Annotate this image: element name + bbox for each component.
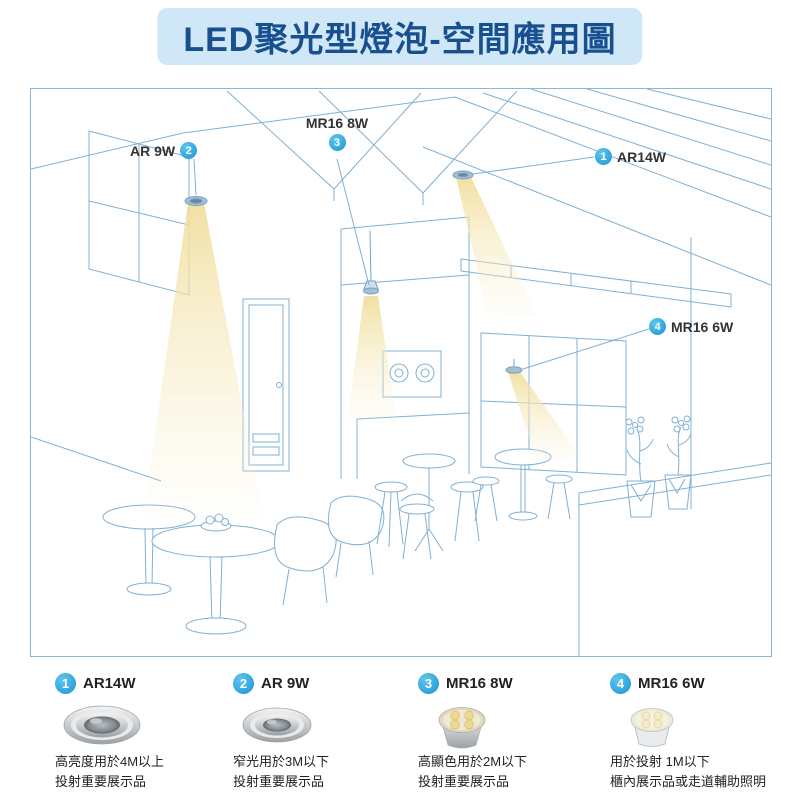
product-description: 高亮度用於4M以上 投射重要展示品 bbox=[55, 752, 233, 791]
desc-line-1: 用於投射 1M以下 bbox=[610, 754, 710, 769]
product-name: AR 9W bbox=[261, 674, 310, 692]
product-name: AR14W bbox=[83, 674, 136, 692]
desc-line-2: 櫃內展示品或走道輔助照明 bbox=[610, 773, 767, 789]
callout-mr16-8w-text: MR16 8W bbox=[305, 115, 369, 131]
desc-line-2: 投射重要展示品 bbox=[233, 773, 325, 789]
light-beam-mr16-8w bbox=[347, 296, 397, 423]
product-number-badge: 3 bbox=[418, 672, 439, 694]
light-beams bbox=[143, 177, 581, 517]
product-card-mr16-6w: 4 MR16 6W 用於投射 1M以下 櫃內展示品或走道輔助照明 bbox=[610, 672, 795, 791]
ar9w-lamp-graphic bbox=[242, 707, 312, 743]
product-description: 用於投射 1M以下 櫃內展示品或走道輔助照明 bbox=[610, 752, 795, 791]
bar-stools bbox=[374, 453, 484, 560]
product-card-ar14w: 1 AR14W 高亮度用於4M以上 投射重要展示品 bbox=[55, 672, 233, 791]
product-name: MR16 8W bbox=[446, 674, 513, 692]
room-line-drawing bbox=[31, 89, 771, 656]
product-head: 2 AR 9W bbox=[233, 672, 411, 694]
desc-line-1: 窄光用於3M以下 bbox=[233, 754, 330, 769]
light-beam-ar14w bbox=[456, 177, 536, 321]
page-title: LED聚光型燈泡-空間應用圖 bbox=[157, 8, 643, 65]
product-head: 1 AR14W bbox=[55, 672, 233, 694]
ceiling-lines bbox=[31, 89, 771, 308]
callout-ar14w-text: AR14W bbox=[617, 148, 667, 165]
fixture-mr16-6w bbox=[505, 366, 523, 374]
product-number-badge: 1 bbox=[55, 672, 76, 694]
callout-ar14w: 1 AR14W bbox=[595, 148, 666, 165]
product-photo bbox=[614, 700, 795, 750]
product-card-mr16-8w: 3 MR16 8W 高顯色用於2M以下 投射重要展示品 bbox=[418, 672, 596, 791]
product-photo bbox=[237, 700, 411, 750]
tub-chairs bbox=[274, 495, 385, 606]
product-name: MR16 6W bbox=[638, 674, 705, 692]
callout-mr16-8w-number: 3 bbox=[328, 134, 346, 151]
desc-line-2: 投射重要展示品 bbox=[418, 773, 510, 789]
door bbox=[242, 298, 290, 472]
room-illustration-panel: AR 9W 2 MR16 8W 3 1 AR14W 4 MR16 6W bbox=[30, 88, 772, 657]
mr16-6w-lamp-graphic bbox=[630, 708, 674, 747]
fixture-mr16-8w bbox=[363, 287, 379, 295]
label-leader-lines bbox=[193, 156, 650, 370]
callout-mr16-8w: MR16 8W 3 bbox=[293, 115, 381, 151]
desc-line-2: 投射重要展示品 bbox=[55, 773, 147, 789]
callout-ar9w: AR 9W 2 bbox=[130, 142, 198, 159]
desc-line-1: 高顯色用於2M以下 bbox=[418, 754, 528, 769]
product-photo bbox=[59, 700, 233, 750]
product-head: 4 MR16 6W bbox=[610, 672, 795, 694]
callout-ar9w-text: AR 9W bbox=[130, 142, 176, 159]
product-description: 窄光用於3M以下 投射重要展示品 bbox=[233, 752, 411, 791]
mr16-8w-lamp-graphic bbox=[438, 707, 486, 749]
product-head: 3 MR16 8W bbox=[418, 672, 596, 694]
desc-line-1: 高亮度用於4M以上 bbox=[55, 754, 165, 769]
product-number-badge: 2 bbox=[233, 672, 254, 694]
callout-ar9w-number: 2 bbox=[180, 142, 198, 159]
product-photo bbox=[422, 700, 596, 750]
callout-mr16-6w-text: MR16 6W bbox=[671, 318, 734, 335]
callout-mr16-6w: 4 MR16 6W bbox=[649, 318, 733, 335]
back-wall-bar bbox=[340, 216, 470, 479]
light-fixtures bbox=[184, 170, 523, 374]
product-description: 高顯色用於2M以下 投射重要展示品 bbox=[418, 752, 596, 791]
light-beam-mr16-6w bbox=[508, 372, 581, 463]
product-card-ar9w: 2 AR 9W 窄光用於3M以下 投射重要展示品 bbox=[233, 672, 411, 791]
front-tables bbox=[102, 504, 281, 635]
ar14w-lamp-graphic bbox=[63, 705, 141, 745]
callout-mr16-6w-number: 4 bbox=[649, 318, 666, 335]
product-number-badge: 4 bbox=[610, 672, 631, 694]
callout-ar14w-number: 1 bbox=[595, 148, 612, 165]
pendant-cord bbox=[369, 230, 372, 284]
front-counter bbox=[578, 462, 771, 656]
potted-plants bbox=[625, 415, 692, 518]
light-beam-ar9w bbox=[143, 203, 263, 517]
